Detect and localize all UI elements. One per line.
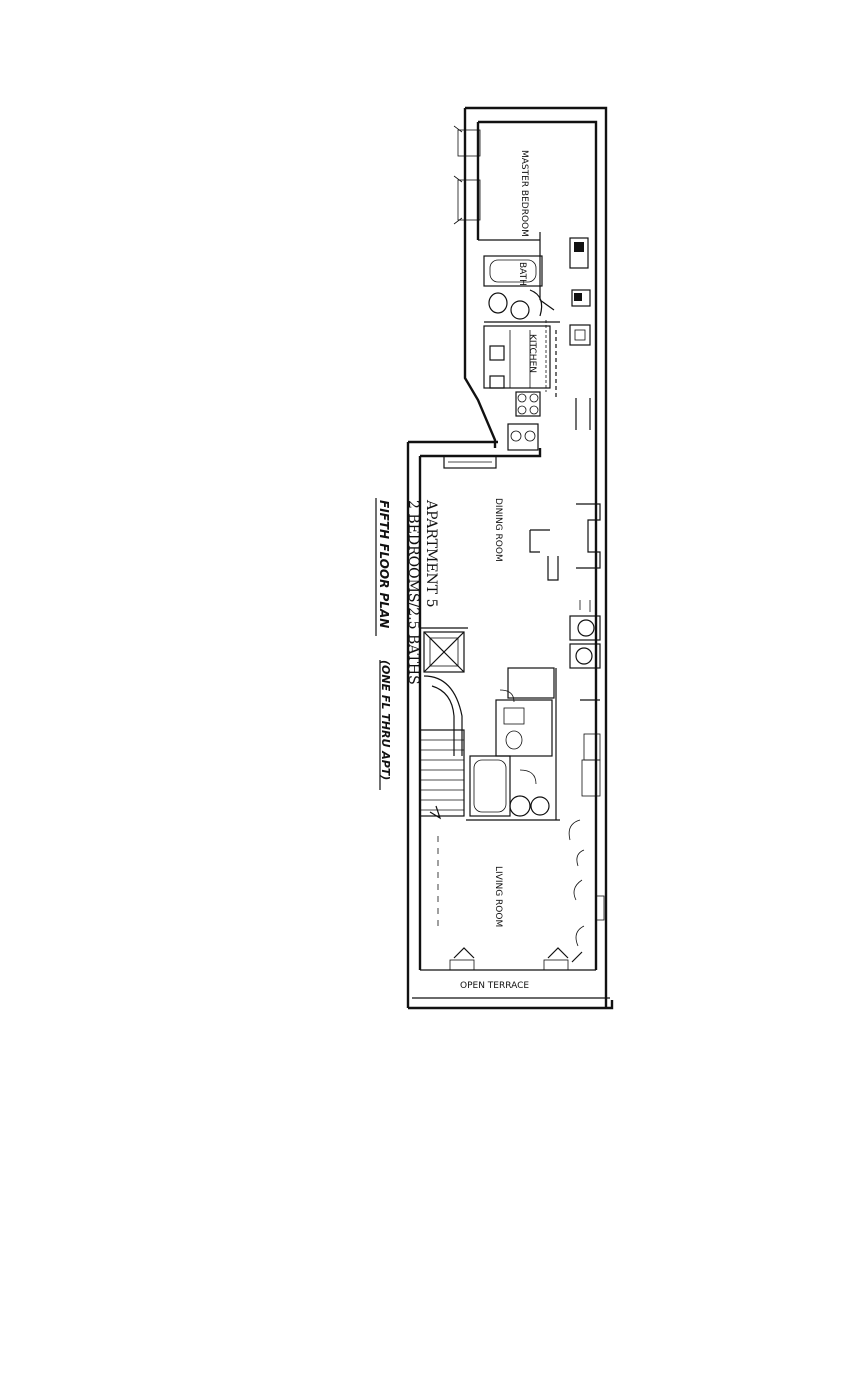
- exterior-walls: [406, 106, 614, 1010]
- apartment-name: APARTMENT 5: [423, 500, 439, 608]
- living-room-windows: [437, 836, 583, 971]
- master-bath: [483, 255, 560, 323]
- center-bathrooms: [466, 667, 560, 821]
- elevator: [423, 631, 465, 673]
- room-partitions: [420, 503, 601, 629]
- room-label-dining-room: DINING ROOM: [493, 498, 503, 562]
- handwritten-title: FIFTH FLOOR PLAN: [377, 500, 391, 628]
- stair: [419, 675, 465, 820]
- room-label-master-bedroom: MASTER BEDROOM: [519, 150, 529, 237]
- room-label-kitchen: KITCHEN: [527, 334, 537, 373]
- foyer-closets: [568, 615, 605, 947]
- master-bedroom-area: [453, 125, 591, 346]
- handwritten-note: (ONE FL THRU APT): [379, 660, 392, 780]
- room-label-bath: BATH: [517, 262, 527, 286]
- hall-closet: [483, 320, 551, 392]
- kitchen: [507, 330, 591, 451]
- plan-caption: APARTMENT 5 2 BEDROOMS/2.5 BATHS: [380, 500, 440, 840]
- apartment-details: 2 BEDROOMS/2.5 BATHS: [405, 500, 421, 685]
- radiator: [443, 455, 497, 469]
- room-label-open-terrace: OPEN TERRACE: [460, 981, 529, 991]
- room-label-living-room: LIVING ROOM: [493, 866, 503, 927]
